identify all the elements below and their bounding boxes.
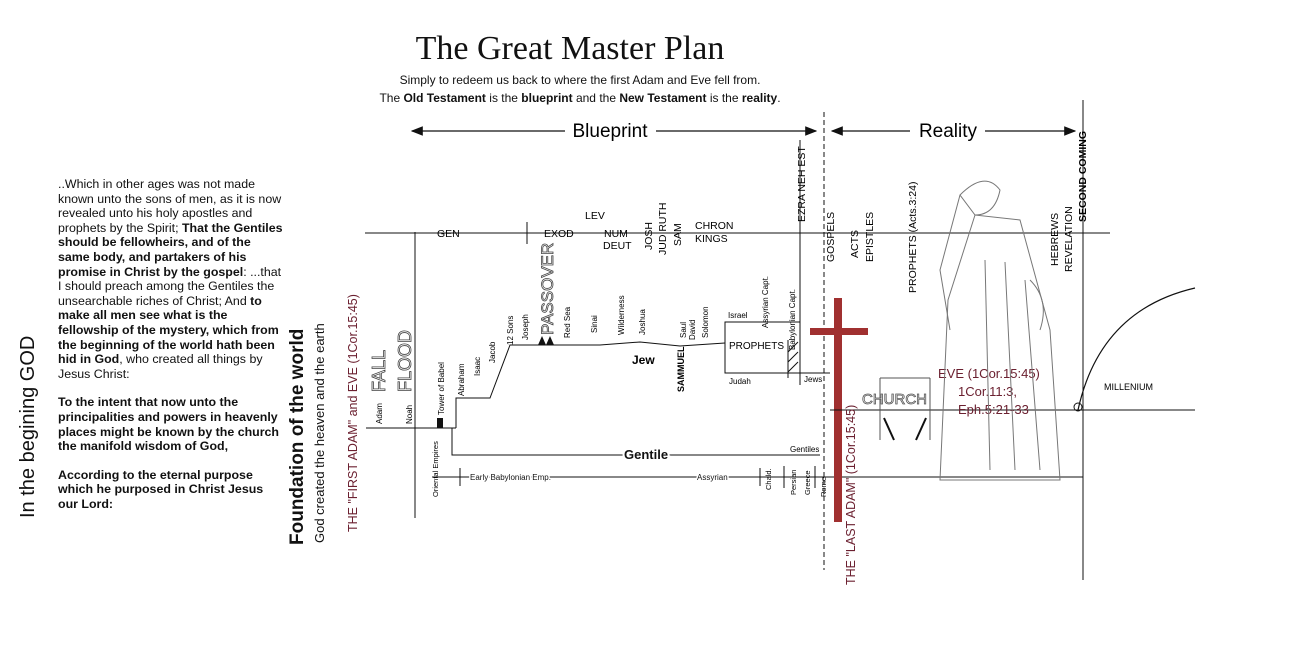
event-israel: Israel: [728, 311, 748, 320]
gentile-line: [451, 428, 820, 456]
book-num: NUM: [604, 228, 628, 240]
last-adam-label: THE "LAST ADAM" (1Cor.15:45): [844, 405, 858, 585]
cross-horizontal: [810, 328, 868, 335]
book-jud-ruth: JUD RUTH: [657, 203, 669, 256]
millenium-arc: [1077, 287, 1196, 411]
prophets-label: PROPHETS: [729, 341, 784, 352]
empire-oriental: Oriental Empires: [431, 441, 440, 497]
book-ezra-neh-est: EZRA NEH EST: [796, 146, 808, 222]
page-title: The Great Master Plan: [415, 30, 725, 67]
book-second-coming: SECOND COMING: [1077, 131, 1089, 222]
event-gentiles: Gentiles: [790, 445, 819, 454]
book-gen: GEN: [437, 228, 460, 240]
event-david: David: [688, 320, 697, 340]
eve-label: EVE (1Cor.15:45): [938, 366, 1040, 381]
book-prophets-acts: PROPHETS (Acts.3:24): [907, 182, 919, 293]
empire-persian: Persian: [789, 470, 798, 495]
event-joshua: Joshua: [638, 309, 647, 335]
event-red-sea: Red Sea: [563, 306, 572, 338]
event-joseph: Joseph: [521, 314, 530, 340]
event-saul: Saul: [679, 322, 688, 338]
gentile-label: Gentile: [624, 447, 668, 462]
book-chron: CHRON: [695, 220, 734, 232]
book-lev: LEV: [585, 210, 605, 222]
israel-line: [724, 321, 800, 343]
event-judah: Judah: [729, 377, 751, 386]
subtitle-line-2: The Old Testament is the blueprint and t…: [379, 91, 781, 105]
book-josh: JOSH: [643, 222, 655, 250]
event-wilderness: Wilderness: [617, 295, 626, 335]
event-babylonian-capt: Babylonian Capt.: [788, 289, 797, 350]
event-isaac: Isaac: [473, 357, 482, 376]
book-gospels: GOSPELS: [825, 212, 837, 262]
quote-paragraph-3: According to the eternal purpose which h…: [58, 467, 264, 511]
event-passover: PASSOVER: [538, 243, 557, 335]
book-hebrews: HEBREWS: [1049, 213, 1061, 266]
book-acts: ACTS: [849, 230, 861, 258]
event-jews: Jews: [804, 375, 822, 384]
event-jacob: Jacob: [488, 341, 497, 363]
quote-paragraph-2: To the intent that now unto the principa…: [58, 395, 280, 454]
millenium-label: MILLENIUM: [1104, 382, 1153, 392]
event-flood: FLOOD: [395, 330, 415, 392]
book-sam: SAM: [672, 223, 684, 246]
reality-label: Reality: [919, 121, 978, 142]
empire-chald: Chald.: [764, 468, 773, 490]
book-kings: KINGS: [695, 233, 728, 245]
bride-figure: [939, 180, 1061, 481]
event-solomon: Solomon: [701, 306, 710, 338]
event-12-sons: 12 Sons: [506, 316, 515, 345]
first-adam-label: THE "FIRST ADAM" and EVE (1Cor.15:45): [346, 294, 360, 532]
event-sammuel: SAMMUEL: [676, 346, 686, 392]
empire-greece: Greece: [803, 470, 812, 495]
book-revelation: REVELATION: [1063, 206, 1075, 272]
book-deut: DEUT: [603, 240, 632, 252]
event-sinai: Sinai: [590, 315, 599, 333]
quote-paragraph-1: ..Which in other ages was not made known…: [58, 177, 283, 381]
book-exod: EXOD: [544, 228, 574, 240]
jew-label: Jew: [632, 353, 655, 367]
event-adam: Adam: [375, 403, 384, 424]
event-abraham: Abraham: [457, 363, 466, 396]
empire-assyrian: Assyrian: [697, 473, 728, 482]
event-assyrian-capt: Assyrian Capt.: [761, 276, 770, 328]
blueprint-label: Blueprint: [573, 121, 649, 142]
eve-ref-2: Eph.5:21-33: [958, 402, 1029, 417]
scripture-quote: ..Which in other ages was not made known…: [58, 177, 283, 511]
church-label: CHURCH: [862, 391, 927, 408]
event-tower-of-babel: Tower of Babel: [437, 362, 446, 415]
abraham-line: [455, 341, 726, 428]
book-epistles: EPISTLES: [864, 212, 876, 262]
event-noah: Noah: [405, 405, 414, 424]
empire-early-babylonian: Early Babylonian Emp.: [470, 473, 551, 482]
event-fall: FALL: [369, 350, 389, 392]
subtitle-line-1: Simply to redeem us back to where the fi…: [399, 73, 761, 87]
judah-line: [724, 343, 830, 374]
eve-ref-1: 1Cor.11:3,: [958, 384, 1017, 399]
empire-rome: Rome: [819, 477, 828, 497]
